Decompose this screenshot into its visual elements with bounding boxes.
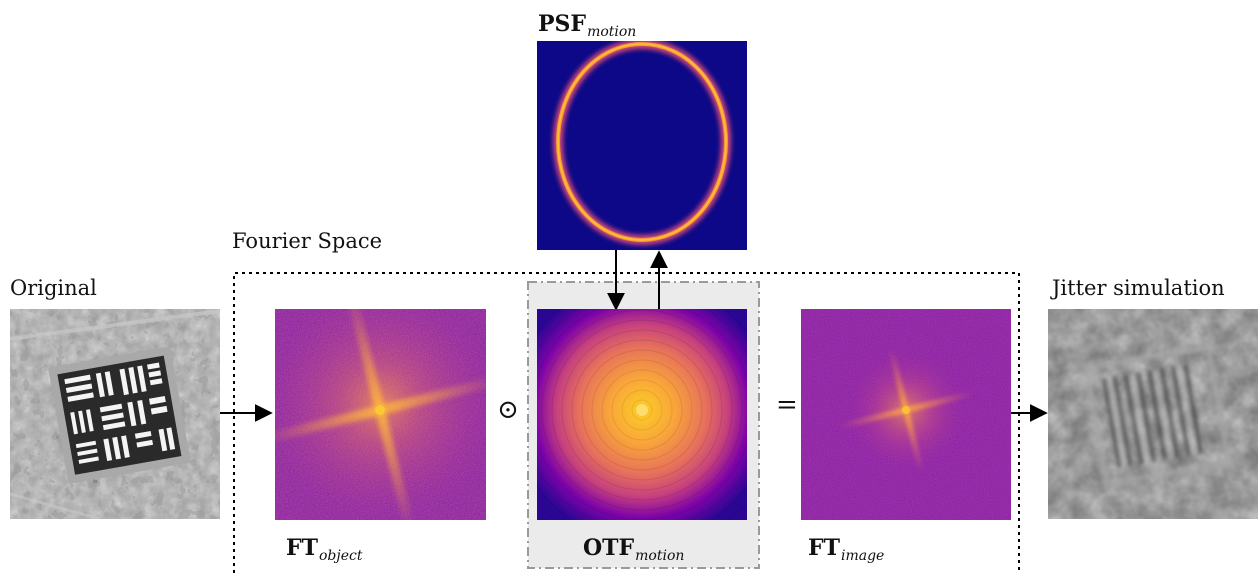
ft-object-caption-main: FT: [286, 535, 318, 561]
ft-object-caption: FTobject: [286, 535, 363, 564]
psf-caption-sub: motion: [587, 24, 637, 40]
original-label: Original: [10, 276, 97, 300]
jitter-simulation-label: Jitter simulation: [1052, 276, 1225, 300]
ft-image-caption: FTimage: [808, 535, 885, 564]
ft-image-caption-main: FT: [808, 535, 840, 561]
ft-image-spectrum: [801, 309, 1011, 520]
ft-image-caption-sub: image: [841, 548, 885, 564]
otf-motion-image: [537, 309, 747, 520]
otf-caption-sub: motion: [635, 548, 685, 564]
fourier-space-boundary: [233, 272, 1020, 573]
ft-object-caption-sub: object: [319, 548, 363, 564]
jitter-simulation-image: [1048, 309, 1258, 519]
fourier-space-label: Fourier Space: [232, 229, 383, 253]
psf-motion-image: [537, 41, 747, 250]
psf-caption: PSFmotion: [538, 11, 637, 40]
hadamard-operator: ⊙: [497, 395, 519, 425]
otf-caption: OTFmotion: [583, 535, 685, 564]
otf-caption-main: OTF: [583, 535, 635, 561]
equals-operator: =: [776, 390, 798, 420]
original-image: [10, 309, 220, 519]
ft-object-spectrum: [275, 309, 486, 520]
psf-caption-main: PSF: [538, 11, 587, 37]
